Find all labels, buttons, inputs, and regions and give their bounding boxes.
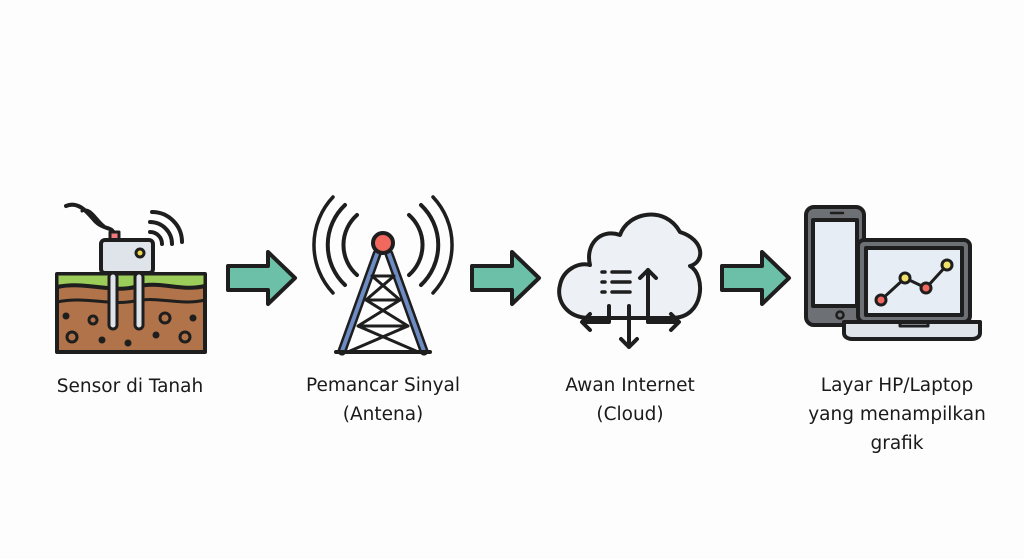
label-line: yang menampilkan: [808, 404, 986, 425]
step-label-display: Layar HP/Laptop yang menampilkan grafik: [777, 371, 1017, 458]
arrow-icon: [720, 250, 791, 306]
step-label-cloud: Awan Internet (Cloud): [510, 371, 750, 429]
label-line: Layar HP/Laptop: [820, 375, 974, 396]
antenna-tower-icon: [312, 195, 454, 356]
label-line: grafik: [870, 433, 924, 454]
arrow-icon: [226, 250, 297, 306]
label-line: Awan Internet: [565, 375, 695, 396]
step-label-sensor: Sensor di Tanah: [10, 372, 250, 401]
soil-sensor-icon: [55, 202, 207, 354]
label-line: Sensor di Tanah: [56, 376, 204, 397]
label-line: Pemancar Sinyal: [306, 375, 460, 396]
step-label-antenna: Pemancar Sinyal (Antena): [263, 371, 503, 429]
label-line: (Cloud): [596, 404, 664, 425]
cloud-icon: [557, 212, 703, 349]
arrow-icon: [470, 250, 541, 306]
phone-laptop-chart-icon: [804, 205, 982, 341]
label-line: (Antena): [342, 404, 424, 425]
